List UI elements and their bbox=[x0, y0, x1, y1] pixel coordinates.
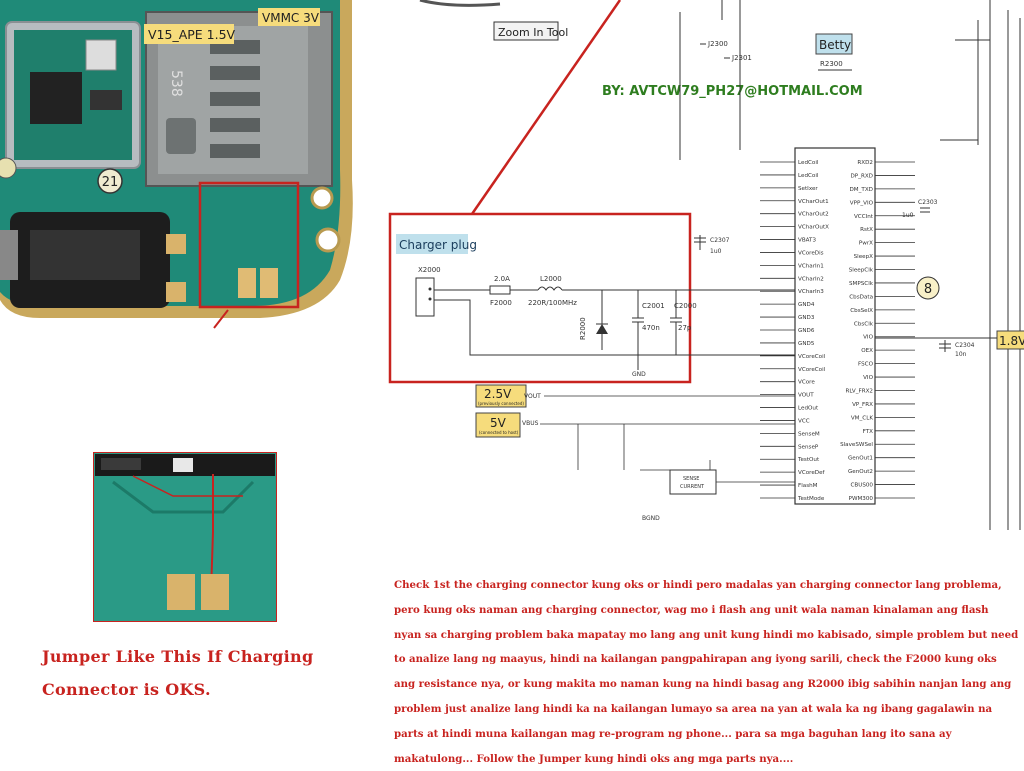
chip-right-pin-label: SlaveSWSel bbox=[840, 442, 873, 448]
c2000-value: 27p bbox=[678, 324, 692, 332]
chip-left-pin-label: GND4 bbox=[798, 302, 815, 308]
c2303-label: C2303 bbox=[918, 199, 938, 206]
v5-sublabel: (connected to host) bbox=[479, 430, 519, 435]
connector-marking: 538 bbox=[168, 70, 184, 97]
chip-right-pin-label: GenOut2 bbox=[848, 469, 873, 475]
c2307-label: C2307 bbox=[710, 237, 730, 244]
chip-left-pin-label: FlashM bbox=[798, 483, 818, 489]
chip-right-pin-label: GenOut1 bbox=[848, 456, 873, 462]
vmmc-label: VMMC 3V bbox=[262, 11, 320, 25]
chip-left-pin-label: LedCoil bbox=[798, 173, 819, 179]
pcb-photo-top: 538 VMMC 3V V15_APE 1.5V 21 bbox=[0, 0, 356, 330]
chip-right-pin-label: FTX bbox=[863, 429, 874, 435]
chip-right-pin-label: PwrX bbox=[859, 241, 873, 247]
chip-right-pin-label: CbsClk bbox=[854, 321, 874, 327]
chip-right-pin-label: VIO bbox=[863, 335, 873, 341]
sense-label-1: SENSE bbox=[683, 476, 699, 482]
schematic-diagram: Zoom In Tool J2300 J2301 Betty R2300 BY:… bbox=[380, 0, 1024, 530]
chip-left-pin-label: VCore bbox=[798, 380, 815, 386]
chip-right-pin-label: RLV_FRX2 bbox=[845, 388, 873, 394]
chip-left-pin-label: SetIxer bbox=[798, 186, 818, 192]
inductor-ref: L2000 bbox=[540, 275, 562, 283]
j2300-label: J2300 bbox=[707, 40, 728, 48]
chip-right-pin-label: OEX bbox=[861, 348, 873, 354]
chip-right-pin-label: SleepX bbox=[854, 254, 874, 260]
chip-left-pin-label: VBAT3 bbox=[798, 238, 816, 244]
bgnd-label: BGND bbox=[642, 515, 660, 522]
chip-right-pin-label: PWM300 bbox=[849, 496, 874, 502]
c2304-label: C2304 bbox=[955, 342, 975, 349]
chip-left-pin-label: VOUT bbox=[798, 393, 814, 399]
c2307-value: 1u0 bbox=[710, 248, 722, 255]
sense-label-2: CURRENT bbox=[680, 484, 705, 490]
chip-right-pin-label: VCCInt bbox=[854, 214, 874, 220]
gnd-label: GND bbox=[632, 371, 646, 378]
chip-left-pin-label: VCharIn2 bbox=[798, 276, 824, 282]
fuse-value: 2.0A bbox=[494, 275, 510, 283]
v25-sublabel: (previously connected) bbox=[478, 401, 524, 406]
c2000-label: C2000 bbox=[674, 302, 697, 310]
v15-label: V15_APE 1.5V bbox=[148, 27, 236, 42]
chip-right-pin-label: SMPSClk bbox=[849, 281, 874, 287]
chip-left-pin-label: VCharOutX bbox=[798, 225, 829, 231]
chip-right-pin-label: DP_RXD bbox=[850, 173, 873, 179]
chip-left-pin-label: GND3 bbox=[798, 315, 815, 321]
zoom-tool-label: Zoom In Tool bbox=[498, 26, 568, 39]
chip-right-pin-label: RXD2 bbox=[857, 160, 873, 166]
marker-8: 8 bbox=[924, 282, 932, 297]
chip-right-pin-label: RstX bbox=[860, 227, 873, 233]
chip-left-pin-label: SenseP bbox=[798, 444, 819, 450]
chip-right-pin-label: DM_TXD bbox=[850, 187, 874, 193]
betty-label: Betty bbox=[819, 38, 851, 52]
chip-right-pin-label: FSCO bbox=[858, 362, 874, 368]
chip-left-pin-label: SenseM bbox=[798, 431, 820, 437]
chip-left-pin-label: VCoreCoil bbox=[798, 354, 826, 360]
chip-right-pin-label: CbsSelX bbox=[850, 308, 873, 314]
fuse-ref: F2000 bbox=[490, 299, 512, 307]
c2001-value: 470n bbox=[642, 324, 660, 332]
chip-right-pin-label: CbsData bbox=[849, 294, 873, 300]
inductor-value: 220R/100MHz bbox=[528, 299, 577, 307]
v18-label: 1.8V bbox=[999, 334, 1024, 348]
charger-plug-label: Charger plug bbox=[399, 238, 477, 252]
chip-left-pin-label: GND5 bbox=[798, 341, 815, 347]
marker-21: 21 bbox=[102, 175, 119, 190]
pcb-photo-zoom bbox=[93, 452, 277, 622]
chip-left-pin-label: VCC bbox=[798, 418, 810, 424]
chip-left-pin-label: LedCoil bbox=[798, 160, 819, 166]
chip-left-pin-label: VCharOut1 bbox=[798, 199, 829, 205]
c2304-value: 10n bbox=[955, 351, 967, 358]
jumper-caption-line-2: Connector is OKS. bbox=[42, 680, 211, 699]
v25-label: 2.5V bbox=[484, 387, 512, 401]
chip-right-pin-label: SleepClk bbox=[849, 268, 874, 274]
chip-left-pin-label: GND6 bbox=[798, 328, 815, 334]
v5-label: 5V bbox=[490, 416, 507, 430]
vbus-label: VBUS bbox=[522, 420, 539, 427]
j2301-label: J2301 bbox=[731, 54, 752, 62]
chip-left-pin-label: VCoreDef bbox=[798, 470, 826, 476]
chip-left-pin-label: VCharIn3 bbox=[798, 289, 824, 295]
chip-left-pin-label: TestMode bbox=[797, 496, 825, 502]
chip-left-pin-label: LedOut bbox=[798, 406, 819, 412]
chip-right-pin-label: CBUS00 bbox=[850, 483, 873, 489]
r2300-label: R2300 bbox=[820, 60, 843, 68]
chip-right-pin-label: VIO bbox=[863, 375, 873, 381]
chip-left-pin-label: VCoreDis bbox=[798, 250, 824, 256]
author-credit: BY: AVTCW79_PH27@HOTMAIL.COM bbox=[602, 84, 863, 99]
chip-left-pin-label: VCoreCoil bbox=[798, 367, 826, 373]
c2303-value: 1u0 bbox=[902, 212, 914, 219]
chip-right-pin-label: VP_FRX bbox=[852, 402, 873, 408]
chip-left-pin-label: TestOut bbox=[797, 457, 820, 463]
chip-right-pin-label: VPP_VIO bbox=[850, 200, 874, 206]
c2001-label: C2001 bbox=[642, 302, 665, 310]
chip-left-pin-label: VCharIn1 bbox=[798, 263, 824, 269]
x2000-label: X2000 bbox=[418, 266, 441, 274]
vout-label: VOUT bbox=[524, 393, 541, 400]
jumper-caption-line-1: Jumper Like This If Charging bbox=[42, 647, 314, 666]
chip-left-pin-label: VCharOut2 bbox=[798, 212, 829, 218]
chip-right-pin-label: VM_CLK bbox=[851, 415, 873, 421]
diode-ref: R2000 bbox=[579, 317, 587, 340]
repair-instructions-text: Check 1st the charging connector kung ok… bbox=[394, 579, 1019, 765]
